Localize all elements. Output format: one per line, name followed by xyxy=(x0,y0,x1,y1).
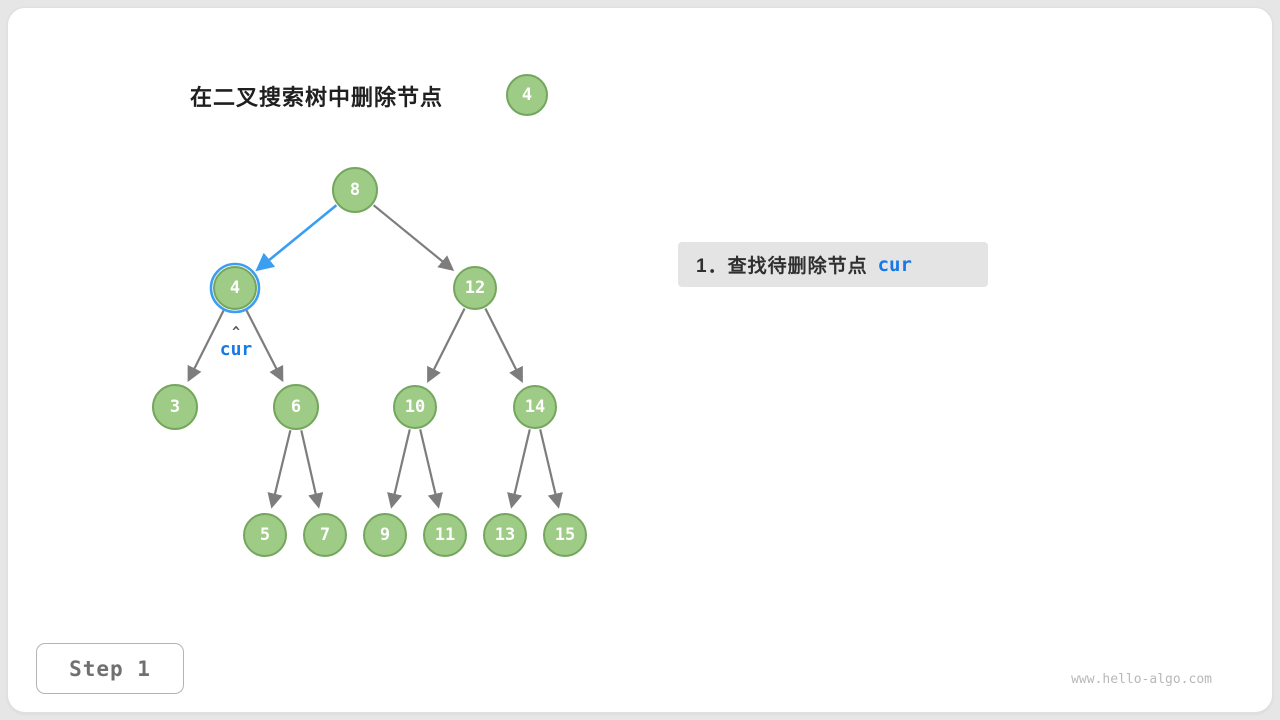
tree-node-value-14: 14 xyxy=(525,397,545,417)
edge-14-15 xyxy=(539,429,563,509)
tree-node-11: 11 xyxy=(423,513,467,557)
tree-node-3: 3 xyxy=(152,384,198,430)
figure-title-row: 在二叉搜索树中删除节点 xyxy=(190,80,443,112)
edge-10-11 xyxy=(419,429,443,509)
title-node-badge-value: 4 xyxy=(521,85,533,105)
tree-node-10: 10 xyxy=(393,385,437,429)
step-indicator-label: Step 1 xyxy=(69,656,151,681)
edge-6-5 xyxy=(267,430,292,509)
tree-node-13: 13 xyxy=(483,513,527,557)
tree-node-value-5: 5 xyxy=(260,525,270,545)
tree-node-14: 14 xyxy=(513,385,557,429)
tree-node-value-8: 8 xyxy=(350,180,360,200)
edge-4-3 xyxy=(187,308,226,383)
edge-12-10 xyxy=(427,308,466,383)
tree-node-value-3: 3 xyxy=(170,397,180,417)
tree-node-15: 15 xyxy=(543,513,587,557)
edge-14-13 xyxy=(507,429,531,509)
tree-node-8: 8 xyxy=(332,167,378,213)
tree-node-9: 9 xyxy=(363,513,407,557)
edge-4-6 xyxy=(244,307,284,383)
tree-node-value-7: 7 xyxy=(320,525,330,545)
edge-10-9 xyxy=(387,429,411,509)
title-node-badge: 4 xyxy=(506,74,548,116)
tree-node-5: 5 xyxy=(243,513,287,557)
edge-8-12 xyxy=(372,204,455,271)
tree-node-value-4: 4 xyxy=(230,278,240,298)
step-description-box: 1．查找待删除节点 cur xyxy=(678,242,988,287)
cur-pointer-caret: ^ xyxy=(232,325,240,340)
figure-title: 在二叉搜索树中删除节点 xyxy=(190,85,444,110)
step-description-text: 1．查找待删除节点 xyxy=(696,256,868,277)
edge-6-7 xyxy=(300,430,324,509)
tree-node-12: 12 xyxy=(453,266,497,310)
tree-node-4: 4 xyxy=(209,262,261,314)
figure-card xyxy=(7,7,1273,713)
edge-12-14 xyxy=(484,308,523,383)
tree-node-value-10: 10 xyxy=(405,397,425,417)
tree-node-value-11: 11 xyxy=(435,525,455,545)
tree-node-7: 7 xyxy=(303,513,347,557)
cur-pointer-label: cur xyxy=(220,339,253,360)
tree-node-value-9: 9 xyxy=(380,525,390,545)
tree-node-value-13: 13 xyxy=(495,525,515,545)
watermark-url: www.hello-algo.com xyxy=(1071,672,1212,687)
tree-node-value-15: 15 xyxy=(555,525,575,545)
tree-node-value-12: 12 xyxy=(465,278,485,298)
tree-node-6: 6 xyxy=(273,384,319,430)
step-indicator: Step 1 xyxy=(36,643,184,694)
tree-node-value-6: 6 xyxy=(291,397,301,417)
highlight-ring xyxy=(209,262,261,314)
edge-8-4 xyxy=(255,204,338,272)
step-description-code: cur xyxy=(877,253,912,276)
